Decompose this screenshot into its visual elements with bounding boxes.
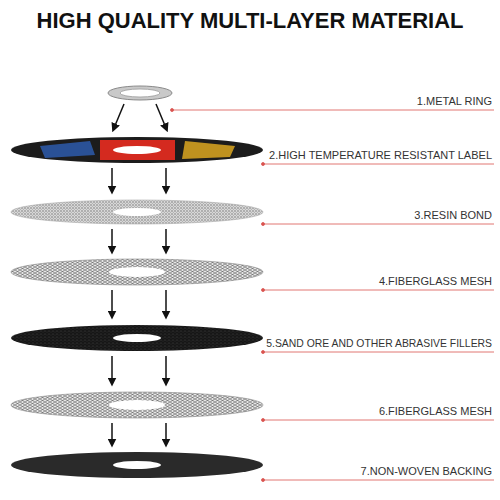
layer-label: 5.SAND ORE AND OTHER ABRASIVE FILLERS (266, 337, 492, 350)
layer-label: 3.RESIN BOND (414, 209, 492, 222)
layer-label: 6.FIBERGLASS MESH (379, 405, 492, 418)
title: HIGH QUALITY MULTI-LAYER MATERIAL (0, 8, 500, 34)
layer-label: 7.NON-WOVEN BACKING (361, 465, 492, 478)
layer-label: 2.HIGH TEMPERATURE RESISTANT LABEL (269, 149, 492, 162)
layer-label: 1.METAL RING (417, 95, 492, 108)
layer-label: 4.FIBERGLASS MESH (379, 275, 492, 288)
